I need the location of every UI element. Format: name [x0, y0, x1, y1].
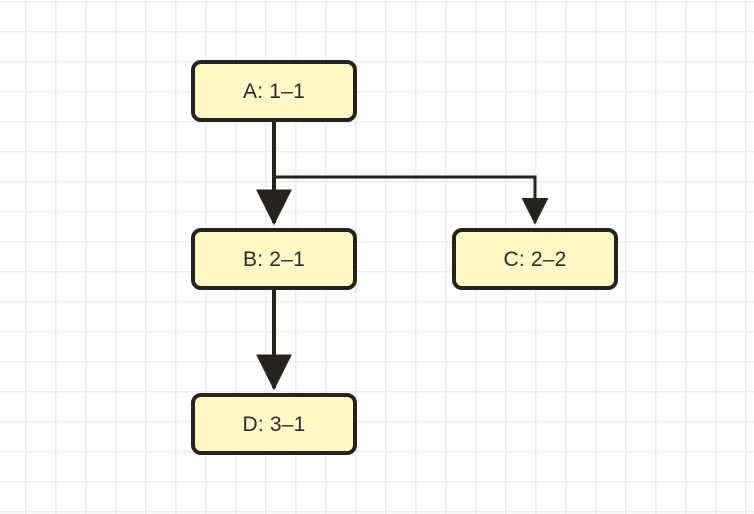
node-b-label: B: 2–1: [243, 247, 305, 271]
node-c-label: C: 2–2: [503, 247, 567, 271]
node-d-label: D: 3–1: [242, 412, 306, 436]
edge-a-to-c: [274, 175, 549, 225]
node-a-label: A: 1–1: [243, 79, 305, 103]
node-a[interactable]: A: 1–1: [191, 60, 357, 122]
node-c[interactable]: C: 2–2: [452, 228, 618, 290]
node-d[interactable]: D: 3–1: [191, 393, 357, 455]
node-b[interactable]: B: 2–1: [191, 228, 357, 290]
